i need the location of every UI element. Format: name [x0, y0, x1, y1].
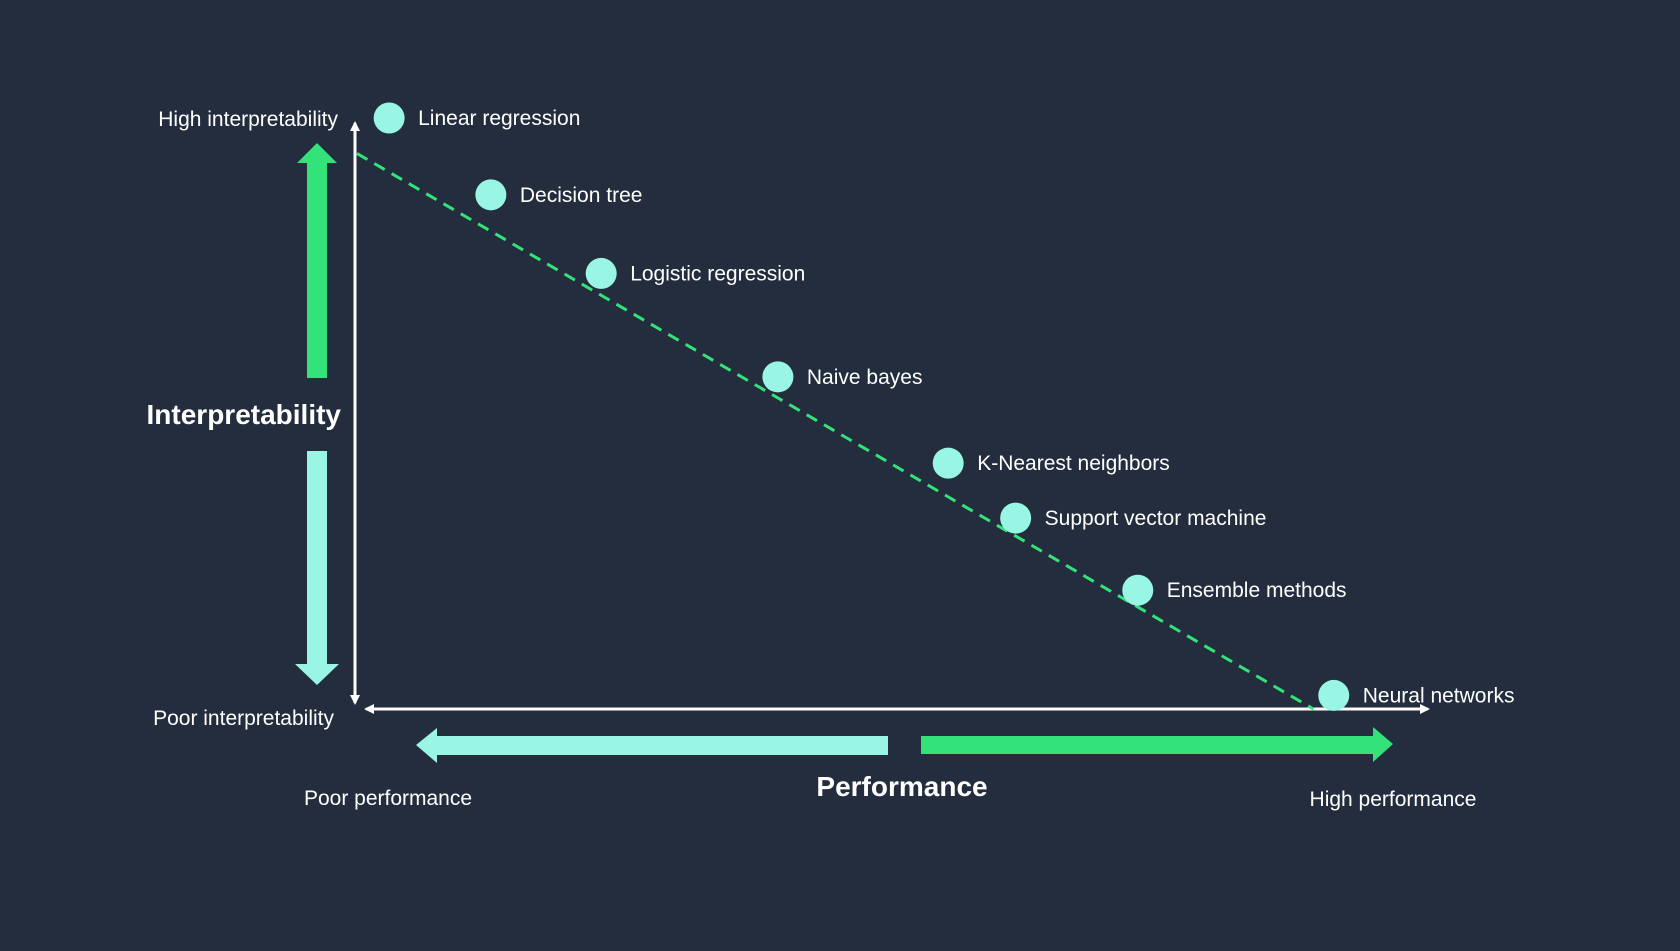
data-point: [1000, 502, 1032, 534]
y-axis-title: Interpretability: [147, 399, 342, 430]
trend-line: [356, 152, 1315, 711]
data-point-label: Neural networks: [1363, 684, 1515, 707]
high-performance-label: High performance: [1310, 788, 1477, 811]
data-point-label: Decision tree: [520, 184, 643, 207]
data-point: [585, 257, 617, 289]
high-interpretability-label: High interpretability: [158, 108, 338, 131]
high-interpretability-arrow: [297, 143, 337, 378]
data-point-label: Ensemble methods: [1167, 579, 1347, 602]
data-point: [373, 102, 405, 134]
data-point: [475, 179, 507, 211]
high-performance-arrow: [921, 727, 1393, 762]
poor-interpretability-arrow: [295, 451, 339, 685]
data-point: [762, 361, 794, 393]
data-point-label: K-Nearest neighbors: [977, 452, 1170, 475]
x-axis-title: Performance: [816, 771, 987, 802]
data-point: [1318, 679, 1350, 711]
poor-interpretability-label: Poor interpretability: [153, 707, 334, 730]
data-point: [932, 447, 964, 479]
data-point-label: Support vector machine: [1045, 507, 1267, 530]
poor-performance-arrow: [416, 728, 888, 763]
data-point-label: Logistic regression: [630, 262, 805, 285]
data-point: [1122, 574, 1154, 606]
data-point-label: Naive bayes: [807, 366, 923, 389]
data-point-label: Linear regression: [418, 107, 580, 130]
poor-performance-label: Poor performance: [304, 787, 472, 810]
